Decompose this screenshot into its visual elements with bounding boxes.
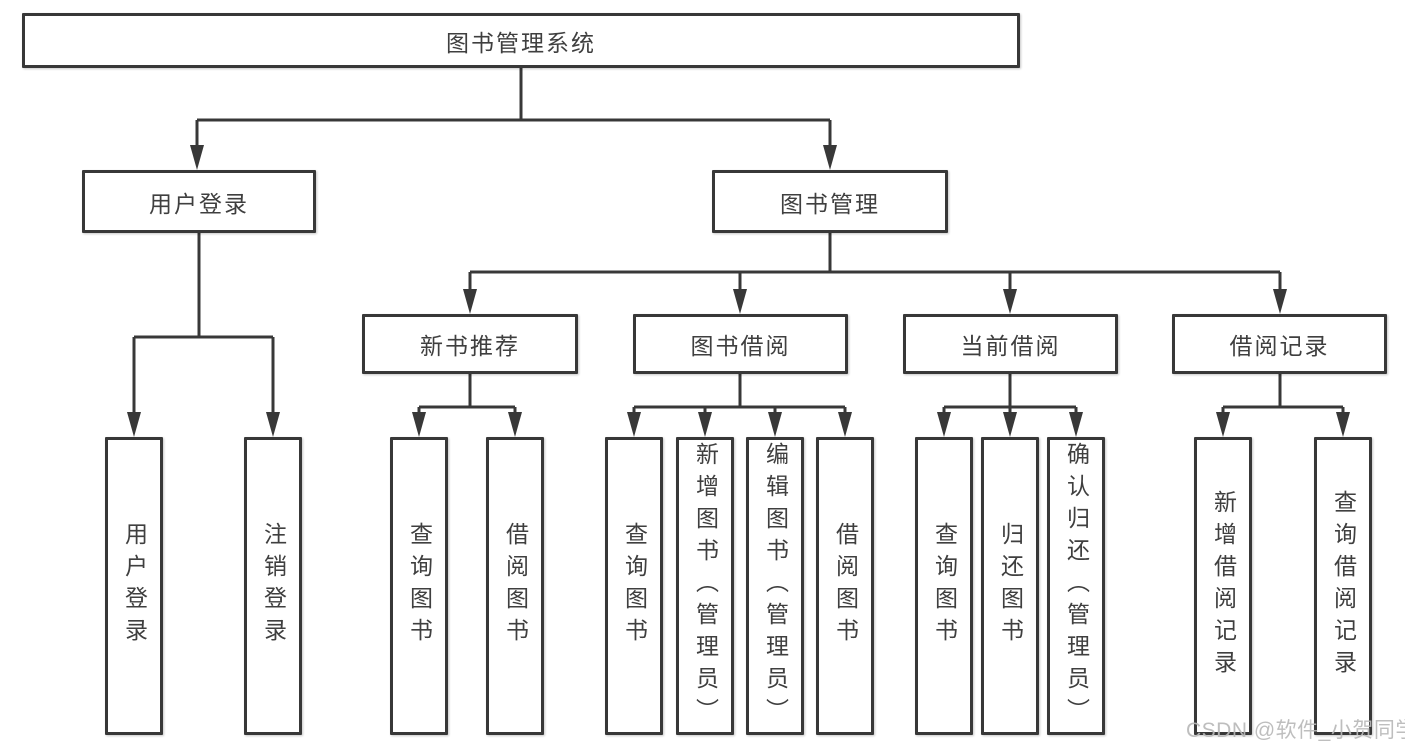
arrowhead (768, 412, 782, 437)
leaf-borrow-books-recommend: 借阅图书 (486, 437, 544, 735)
node-label: 借阅记录 (1229, 333, 1330, 359)
leaf-query-borrow-record: 查询借阅记录 (1314, 437, 1372, 735)
node-label: 查询图书 (406, 522, 433, 650)
leaf-user-login: 用户登录 (105, 437, 163, 735)
leaf-add-borrow-record: 新增借阅记录 (1194, 437, 1252, 735)
arrowhead (1273, 289, 1287, 314)
leaf-logout: 注销登录 (244, 437, 302, 735)
node-label: 确认归还（管理员） (1063, 442, 1090, 730)
arrowhead (1216, 412, 1230, 437)
arrowhead (937, 412, 951, 437)
node-current-borrowing: 当前借阅 (903, 314, 1118, 374)
node-label: 编辑图书（管理员） (762, 442, 789, 730)
node-borrowing-records: 借阅记录 (1172, 314, 1387, 374)
node-label: 用户登录 (121, 522, 148, 650)
node-book-borrowing: 图书借阅 (633, 314, 848, 374)
arrowhead (1069, 412, 1083, 437)
node-label: 当前借阅 (960, 333, 1061, 359)
arrowhead (463, 289, 477, 314)
arrowhead (412, 412, 426, 437)
leaf-query-books-recommend: 查询图书 (390, 437, 448, 735)
node-label: 图书管理系统 (446, 29, 596, 56)
node-label: 图书管理 (780, 190, 880, 217)
node-label: 新增借阅记录 (1210, 490, 1237, 682)
node-label: 图书借阅 (690, 333, 791, 359)
node-label: 新增图书（管理员） (692, 442, 719, 730)
leaf-return-book: 归还图书 (981, 437, 1039, 735)
arrowhead (698, 412, 712, 437)
arrowhead (508, 412, 522, 437)
node-user-login: 用户登录 (82, 170, 316, 233)
arrowhead (127, 412, 141, 437)
leaf-add-book-admin: 新增图书（管理员） (676, 437, 734, 735)
leaf-query-books-borrowing: 查询图书 (605, 437, 663, 735)
node-label: 查询图书 (931, 522, 958, 650)
arrowhead (1336, 412, 1350, 437)
node-label: 注销登录 (260, 522, 287, 650)
arrowhead (838, 412, 852, 437)
arrowhead (733, 289, 747, 314)
arrowhead (190, 145, 204, 170)
node-new-book-recommendation: 新书推荐 (362, 314, 578, 374)
node-label: 借阅图书 (832, 522, 859, 650)
leaf-query-books-current: 查询图书 (915, 437, 973, 735)
arrowhead (266, 412, 280, 437)
arrowhead (627, 412, 641, 437)
node-label: 用户登录 (149, 190, 249, 217)
leaf-confirm-return-admin: 确认归还（管理员） (1047, 437, 1105, 735)
arrowhead (1003, 289, 1017, 314)
node-label: 查询借阅记录 (1330, 490, 1357, 682)
node-label: 借阅图书 (502, 522, 529, 650)
node-library-management-system: 图书管理系统 (22, 13, 1020, 68)
node-label: 新书推荐 (420, 333, 520, 359)
leaf-borrow-books-borrowing: 借阅图书 (816, 437, 874, 735)
leaf-edit-book-admin: 编辑图书（管理员） (746, 437, 804, 735)
node-label: 归还图书 (997, 522, 1024, 650)
node-book-management: 图书管理 (712, 170, 948, 233)
csdn-watermark: CSDN @软件_小贺同学 (1186, 719, 1405, 742)
arrowhead (1003, 412, 1017, 437)
node-label: 查询图书 (621, 522, 648, 650)
arrowhead (823, 145, 837, 170)
connector-path (132, 68, 1345, 414)
